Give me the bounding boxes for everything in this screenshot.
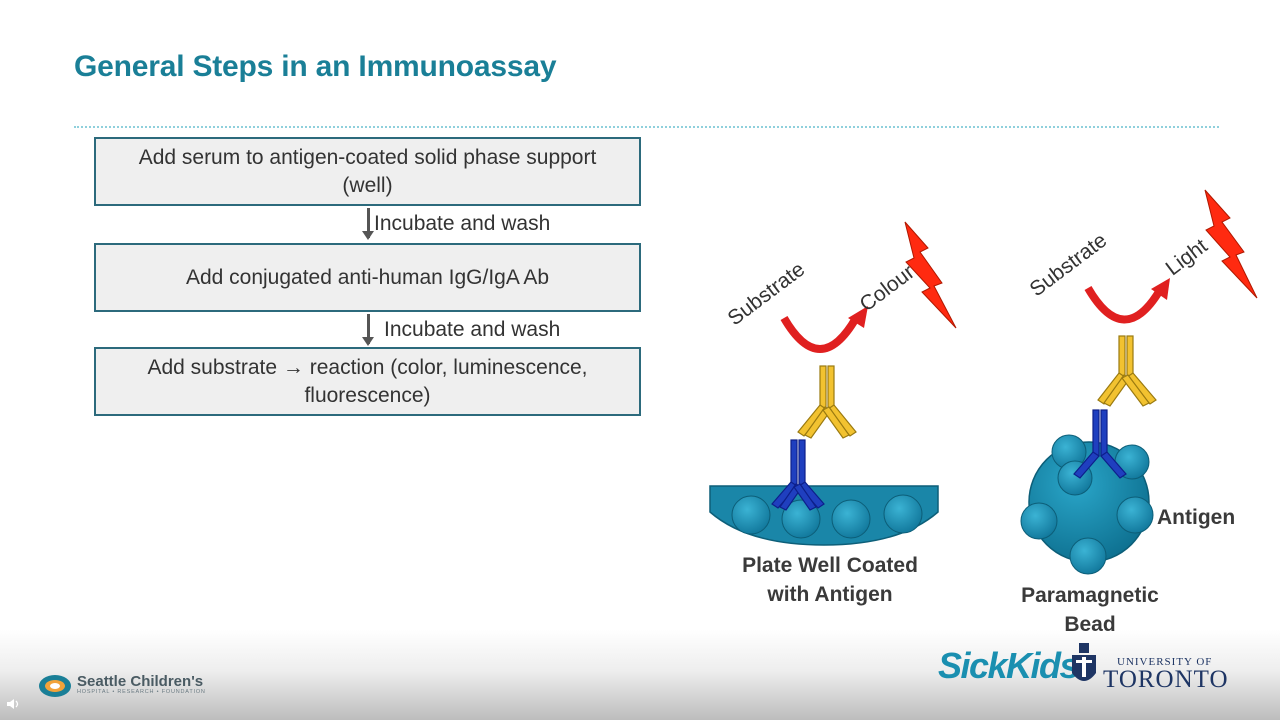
primary-antibody-icon — [1073, 409, 1127, 479]
uoft-bottom-text: TORONTO — [1103, 666, 1229, 693]
down-arrow-icon — [362, 208, 374, 240]
lightning-bolt-icon — [1204, 189, 1258, 299]
secondary-antibody-icon — [1097, 335, 1157, 407]
step-2-line-1: Add conjugated anti-human IgG/IgA Ab — [185, 265, 550, 289]
lightning-bolt-icon — [904, 221, 957, 329]
secondary-antibody-icon — [797, 365, 857, 439]
antigen-label: Antigen — [1157, 506, 1236, 529]
plate-caption-line-2: with Antigen — [767, 583, 893, 606]
footer-bar — [0, 630, 1280, 720]
reaction-arrow-icon — [780, 315, 860, 353]
antigen-icon — [1069, 537, 1107, 575]
transition-label-1: Incubate and wash — [374, 212, 551, 235]
slide-title: General Steps in an Immunoassay — [74, 50, 557, 83]
reaction-arrow-icon — [1084, 285, 1164, 324]
antigen-icon — [883, 494, 923, 534]
step-3-line-2: fluorescence) — [304, 383, 431, 407]
bead-caption-line-1: Paramagnetic — [1021, 584, 1159, 607]
transition-label-2: Incubate and wash — [384, 318, 561, 341]
uoft-top-text: UNIVERSITY OF — [1117, 656, 1213, 668]
antigen-icon — [731, 495, 771, 535]
step-box-3: Add substrate → reaction (color, lumines… — [94, 347, 641, 416]
antigen-icon — [1020, 502, 1058, 540]
step-1-line-1: Add serum to antigen-coated solid phase … — [138, 145, 597, 169]
down-arrow-icon — [362, 314, 374, 346]
speaker-icon[interactable] — [6, 698, 20, 710]
arrowhead-icon — [1151, 278, 1170, 300]
step-box-2: Add conjugated anti-human IgG/IgA Ab — [94, 243, 641, 312]
plate-well — [709, 485, 939, 546]
primary-antibody-icon — [771, 439, 825, 511]
step-1-line-2: (well) — [342, 173, 393, 197]
antigen-icon — [831, 499, 871, 539]
seattle-childrens-name: Seattle Children's — [77, 673, 204, 690]
immunoassay-diagram — [709, 189, 1258, 575]
step-3-line-1: Add substrate → reaction (color, lumines… — [147, 355, 588, 379]
seattle-childrens-subtitle: HOSPITAL • RESEARCH • FOUNDATION — [77, 689, 206, 695]
plate-caption-line-1: Plate Well Coated — [742, 554, 918, 577]
uoft-crest-icon — [1072, 643, 1096, 681]
antigen-icon — [1116, 496, 1154, 534]
title-divider — [74, 126, 1219, 128]
sickkids-logo: SickKids — [938, 645, 1080, 686]
plate-caption: Plate Well Coated with Antigen — [722, 551, 938, 609]
step-box-1: Add serum to antigen-coated solid phase … — [94, 137, 641, 206]
arrowhead-icon — [848, 306, 868, 328]
seattle-childrens-logo-icon — [39, 675, 71, 697]
